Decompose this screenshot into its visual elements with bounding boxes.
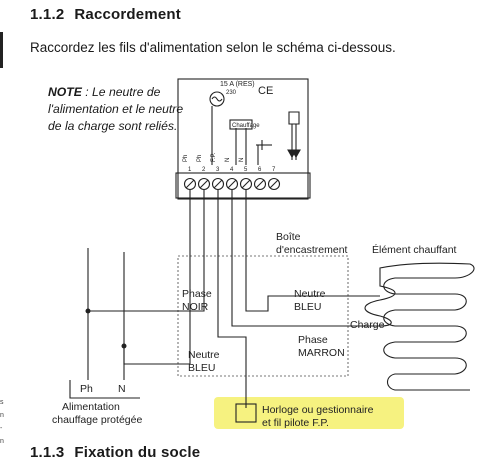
heating-element <box>364 262 475 391</box>
terminal-number: 5 <box>244 167 248 173</box>
element-label: Élément chauffant <box>372 243 457 256</box>
charge-label: Charge <box>350 319 385 331</box>
clock-box <box>235 403 257 423</box>
ce-mark: CE <box>258 85 273 97</box>
phase-marron-color: MARRON <box>298 347 345 359</box>
voltage-label: 230 <box>226 90 237 96</box>
section-title: Raccordement <box>74 6 181 23</box>
terminal-screws <box>183 177 281 191</box>
terminal-number: 2 <box>202 167 206 173</box>
intro-text: Raccordez les fils d'alimentation selon … <box>30 40 396 55</box>
module-box <box>177 78 309 200</box>
terminal-number: 4 <box>230 167 234 173</box>
terminal-label: N <box>239 158 245 162</box>
margin-bar <box>0 32 3 68</box>
wire-phase-marron <box>231 190 380 327</box>
terminal-label: Ph <box>183 155 189 162</box>
wire-neutre-bleu <box>123 190 191 365</box>
wire-neutre-load <box>245 190 380 312</box>
encastrement-label: d'encastrement <box>276 244 348 256</box>
section-title-2: Fixation du socle <box>74 444 201 461</box>
horloge-label: Horloge ou gestionnaire <box>262 404 374 416</box>
terminal-number: 1 <box>188 167 192 173</box>
section-heading: 1.1.2 Raccordement <box>30 6 181 23</box>
terminal-label: N <box>225 158 231 162</box>
wire-fp <box>217 190 247 408</box>
note-text: : Le neutre de l'alimentation et le neut… <box>48 85 184 133</box>
fuse-label: Chauffage <box>232 123 260 129</box>
phase-noir-label: Phase <box>182 288 212 300</box>
alim-label: Alimentation <box>62 401 120 413</box>
alim-label-2: chauffage protégée <box>52 414 142 426</box>
boite-label: Boîte <box>276 231 301 243</box>
terminal-labels: Ph Ph F.P. N N <box>183 152 245 162</box>
terminal-label: F.P. <box>211 152 217 162</box>
ac-source-symbol <box>209 91 225 107</box>
n-label: N <box>118 383 126 395</box>
supply-bracket <box>69 380 140 399</box>
note-label: NOTE <box>48 85 82 99</box>
terminal-numbers: 1 2 3 4 5 6 7 <box>188 167 276 173</box>
fuse-box <box>229 119 253 130</box>
junction-box <box>177 255 349 377</box>
note-box: NOTE : Le neutre de l'alimentation et le… <box>48 84 188 135</box>
neutre-top-label: Neutre <box>294 288 326 300</box>
wire-phase-noir <box>88 190 205 312</box>
neutre-bot-label: Neutre <box>188 349 220 361</box>
phase-noir-color: NOIR <box>182 301 209 313</box>
neutre-bot-color: BLEU <box>188 362 215 374</box>
phase-marron-label: Phase <box>298 334 328 346</box>
terminal-number: 7 <box>272 167 276 173</box>
terminal-block <box>175 172 311 199</box>
terminal-label: Ph <box>197 155 203 162</box>
neutre-top-color: BLEU <box>294 301 321 313</box>
rating-label: 15 A (RES) <box>220 81 255 88</box>
ph-label: Ph <box>80 383 93 395</box>
side-mark: n <box>0 412 4 419</box>
side-mark: n <box>0 438 4 445</box>
side-mark: s <box>0 399 4 406</box>
terminal-number: 3 <box>216 167 220 173</box>
side-marks: s n - n <box>0 396 4 448</box>
led-symbol <box>288 111 300 125</box>
section-number-2: 1.1.3 <box>30 444 65 461</box>
side-mark: - <box>0 425 3 432</box>
terminal-number: 6 <box>258 167 262 173</box>
section-heading-2: 1.1.3 Fixation du socle <box>30 444 200 461</box>
section-number: 1.1.2 <box>30 6 65 23</box>
horloge-label-2: et fil pilote F.P. <box>262 417 329 429</box>
